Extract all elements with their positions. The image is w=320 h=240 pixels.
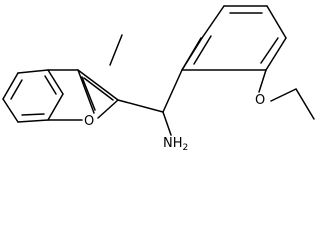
bond bbox=[2, 98, 19, 123]
bond bbox=[47, 69, 64, 95]
double-bond-inner bbox=[83, 77, 114, 101]
amine-label-subscript: 2 bbox=[183, 143, 189, 153]
double-bond-inner bbox=[44, 75, 57, 95]
double-bond-inner bbox=[193, 35, 212, 65]
bond-ch2-to-ch3 bbox=[295, 88, 315, 120]
bond-ch-to-aryl bbox=[162, 69, 183, 113]
bond bbox=[97, 99, 119, 119]
double-bond-inner bbox=[260, 37, 279, 64]
bond bbox=[17, 69, 49, 74]
double-bond-inner bbox=[81, 76, 96, 111]
bond bbox=[201, 5, 225, 39]
bond bbox=[181, 37, 202, 71]
double-bond-inner bbox=[10, 79, 23, 100]
benzofuran-benzene-ring bbox=[2, 69, 64, 123]
benzofuran-furan-ring bbox=[47, 69, 119, 121]
amine-label: NH2 bbox=[163, 136, 188, 153]
bond bbox=[47, 93, 64, 121]
bond bbox=[17, 119, 49, 123]
ether-oxygen-label: O bbox=[255, 93, 265, 108]
bond-ch-to-nh2 bbox=[162, 111, 172, 136]
amine-label-main: NH bbox=[163, 136, 183, 151]
bond-c2-to-ch bbox=[117, 99, 164, 113]
bond bbox=[2, 72, 19, 100]
bond bbox=[266, 5, 287, 39]
bond-ring-to-oxygen bbox=[258, 69, 267, 93]
methyl-bond bbox=[109, 34, 123, 66]
furan-oxygen-label: O bbox=[84, 114, 94, 129]
bond bbox=[265, 37, 287, 71]
phenyl-ring bbox=[181, 5, 287, 71]
bond bbox=[77, 69, 119, 101]
double-bond-inner bbox=[21, 113, 45, 116]
bond bbox=[77, 69, 95, 114]
bond-oxygen-to-ch2 bbox=[270, 88, 297, 102]
chemical-structure: O O NH2 bbox=[2, 5, 315, 153]
